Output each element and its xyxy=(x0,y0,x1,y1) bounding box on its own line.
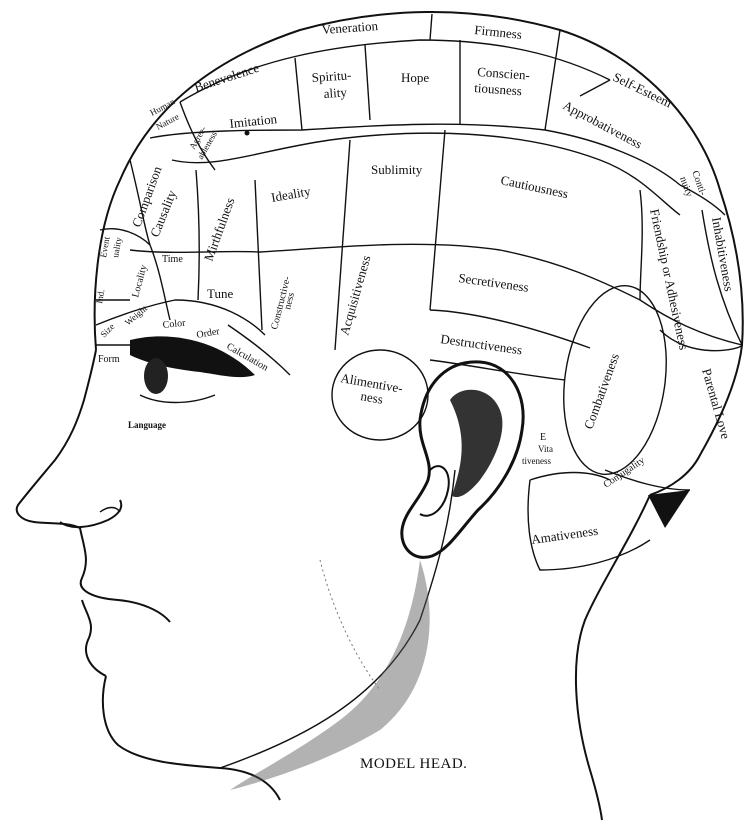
label-amativeness: Amativeness xyxy=(530,523,599,547)
label-language: Language xyxy=(128,420,166,430)
label-ind: Ind. xyxy=(94,289,106,305)
label-imitation: Imitation xyxy=(229,111,278,131)
label-ideality: Ideality xyxy=(270,183,312,205)
label-combativeness: Combativeness xyxy=(581,351,622,431)
label-conjugality: Conjugality xyxy=(602,455,647,491)
label-tune: Tune xyxy=(207,286,233,301)
figure-caption: MODEL HEAD. xyxy=(360,756,467,772)
label-spirituality-1: Spiritu- xyxy=(311,67,352,85)
label-hope: Hope xyxy=(401,70,429,85)
ear xyxy=(402,362,523,558)
label-parental-love: Parental Love xyxy=(699,367,733,441)
label-size: Size xyxy=(98,321,116,339)
label-approbativeness: Approbativeness xyxy=(561,97,645,151)
label-color: Color xyxy=(162,318,186,331)
label-secretiveness: Secretiveness xyxy=(458,270,530,295)
label-vitativeness-3: tiveness xyxy=(522,456,551,466)
label-alimentiveness-2: ness xyxy=(359,388,384,407)
label-friendship: Friendship or Adhesiveness xyxy=(647,208,692,352)
label-order: Order xyxy=(196,326,222,341)
label-veneration: Veneration xyxy=(321,18,379,37)
label-spirituality-2: ality xyxy=(323,84,348,101)
label-inhabitiveness: Inhabitiveness xyxy=(709,216,737,293)
label-cautiousness: Cautiousness xyxy=(499,172,569,201)
label-form: Form xyxy=(98,354,120,365)
label-weight: Weight xyxy=(123,303,150,328)
label-event-2: uality xyxy=(110,236,123,258)
label-locality: Locality xyxy=(130,264,149,299)
label-benevolence: Benevolence xyxy=(192,60,261,95)
imitation-dot xyxy=(245,131,250,136)
label-vitativeness-1: E xyxy=(540,432,546,443)
label-vitativeness-2: Vita xyxy=(538,444,553,454)
label-time: Time xyxy=(162,254,183,265)
label-acquisitiveness: Acquisitiveness xyxy=(336,254,373,337)
occipital-shade xyxy=(648,490,690,528)
label-firmness: Firmness xyxy=(474,22,523,42)
label-conscientiousness-2: tiousness xyxy=(474,80,523,98)
label-destructiveness: Destructiveness xyxy=(440,331,524,357)
label-mirthfulness: Mirthfulness xyxy=(201,195,238,263)
label-sublimity: Sublimity xyxy=(371,162,423,177)
